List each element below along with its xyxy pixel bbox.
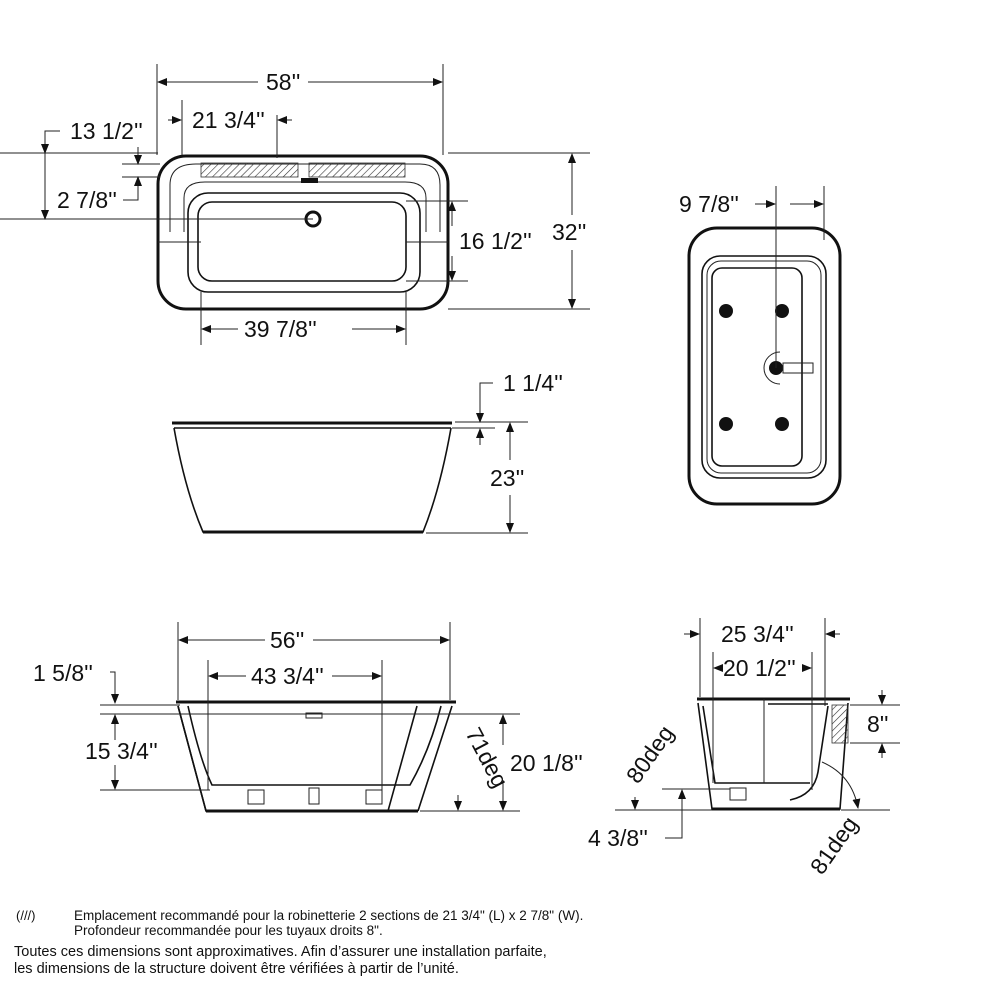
dim-overall-height: 23'' <box>490 465 524 491</box>
faucet-note-line1: Emplacement recommandé pour la robinette… <box>74 908 584 923</box>
dim-rim-thickness: 1 1/4'' <box>503 370 563 396</box>
dim-water-depth: 15 3/4'' <box>85 738 158 764</box>
dim-wall-angle: 71deg <box>461 723 514 792</box>
disclaimer-line1: Toutes ces dimensions sont approximative… <box>14 944 547 960</box>
side-section-view: 25 3/4'' 20 1/2'' 8'' 80deg 4 3/8'' 81de… <box>588 618 900 879</box>
top-view: 58'' 21 3/4'' 13 1/2'' 2 7/8'' 16 1/2'' … <box>0 64 590 345</box>
front-section-view: 56'' 43 3/4'' 1 5/8'' 15 3/4'' 20 1/8'' … <box>33 622 583 813</box>
hatch-legend-icon: (///) <box>16 908 36 923</box>
dim-interior-depth: 20 1/8'' <box>510 750 583 776</box>
dim-drain-from-back: 13 1/2'' <box>70 118 143 144</box>
disclaimer-line2: les dimensions de la structure doivent ê… <box>14 961 459 977</box>
dim-drain-offset: 9 7/8'' <box>679 191 739 217</box>
dim-pipe-depth: 8'' <box>867 711 889 737</box>
disclaimer: Toutes ces dimensions sont approximative… <box>14 944 714 978</box>
notes-block: (///) Emplacement recommandé pour la rob… <box>14 908 714 978</box>
dim-top-length: 56'' <box>270 627 304 653</box>
dim-inner-length: 39 7/8'' <box>244 316 317 342</box>
dim-outer-width: 25 3/4'' <box>721 621 794 647</box>
faucet-note-line2: Profondeur recommandée pour les tuyaux d… <box>74 923 383 938</box>
dim-floor-height: 4 3/8'' <box>588 825 648 851</box>
dim-wall-angle-left: 80deg <box>621 721 679 788</box>
dim-inner-width: 16 1/2'' <box>459 228 532 254</box>
dim-overall-width: 32'' <box>552 219 586 245</box>
dim-faucet-deck-length: 21 3/4'' <box>192 107 265 133</box>
dim-wall-angle-right: 81deg <box>805 812 863 879</box>
bottom-view: 9 7/8'' <box>679 186 842 506</box>
dim-bottom-length: 43 3/4'' <box>251 663 324 689</box>
dim-faucet-deck-width: 2 7/8'' <box>57 187 117 213</box>
dim-inner-width: 20 1/2'' <box>723 655 796 681</box>
faucet-note: (///) Emplacement recommandé pour la rob… <box>16 908 714 938</box>
dim-rim-to-overflow: 1 5/8'' <box>33 660 93 686</box>
dim-overall-length: 58'' <box>266 69 300 95</box>
end-view: 1 1/4'' 23'' <box>172 370 563 534</box>
